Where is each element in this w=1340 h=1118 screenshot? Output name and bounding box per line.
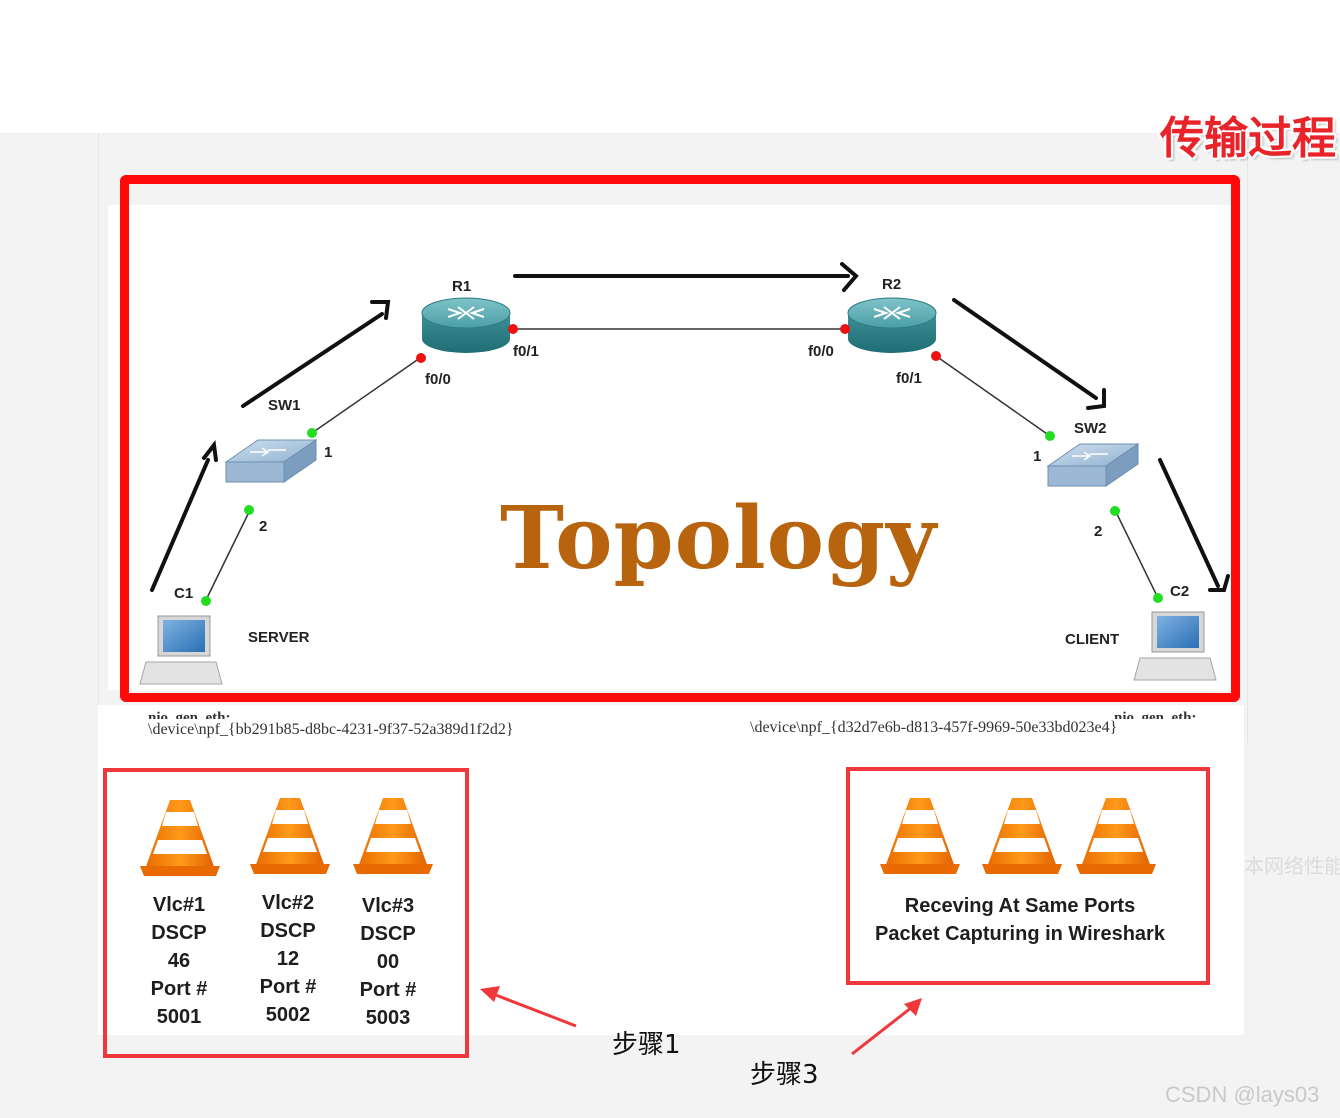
vlc-player-3: Vlc#3 DSCP 00 Port # 5003	[343, 892, 433, 1032]
host-c2-nio-label: nio_gen_eth:	[1114, 710, 1197, 719]
topology-highlight-frame	[120, 175, 1240, 702]
router-r2-icon[interactable]	[847, 297, 937, 353]
vlc-player-2-name: Vlc#2	[261, 892, 315, 914]
vlc-player-3-port: 5003	[365, 1007, 411, 1029]
arrow-sw1-to-r1	[241, 312, 384, 408]
port-dot-r2-f00	[840, 324, 850, 334]
vlc-player-2-port-label: Port #	[259, 976, 317, 998]
sw2-port-1: 1	[1033, 448, 1042, 465]
vlc-player-3-dscp: 00	[376, 951, 400, 973]
vlc-player-1-port-label: Port #	[150, 978, 208, 1000]
host-c2-device-path: \device\npf_{d32d7e6b-d813-457f-9969-50e…	[750, 719, 1118, 736]
callout-arrow-step1	[480, 986, 577, 1028]
vlc-player-2-dscp-label: DSCP	[260, 920, 316, 942]
vlc-player-3-port-label: Port #	[359, 979, 417, 1001]
port-dot-sw1-2	[244, 505, 254, 515]
router-r2-label: R2	[882, 276, 902, 293]
vlc-player-1: Vlc#1 DSCP 46 Port # 5001	[134, 891, 224, 1031]
port-dot-r1-f00	[416, 353, 426, 363]
host-c2-label: C2	[1170, 583, 1190, 600]
vlc-player-1-port: 5001	[156, 1006, 202, 1028]
sw1-port-1: 1	[324, 444, 333, 461]
step3-box	[846, 767, 1210, 985]
vlc-player-2: Vlc#2 DSCP 12 Port # 5002	[243, 889, 333, 1029]
port-dot-sw2-2	[1110, 506, 1120, 516]
step1-label: 步骤1	[612, 1030, 681, 1060]
vlc-cone-icon-3	[353, 798, 433, 874]
step3-line-1: Receving At Same Ports	[904, 895, 1136, 917]
cable-c1-sw1	[204, 509, 251, 603]
vlc-cone-icon-6	[1076, 798, 1156, 874]
vlc-player-2-port: 5002	[265, 1004, 311, 1026]
arrow-c1-to-sw1-head	[202, 439, 218, 462]
vlc-player-1-dscp-label: DSCP	[151, 922, 207, 944]
port-dot-sw2-1	[1045, 431, 1055, 441]
arrow-r1-to-r2-head	[840, 262, 859, 292]
port-dot-c1	[201, 596, 211, 606]
page-title: 传输过程	[1160, 113, 1336, 164]
vlc-player-2-dscp: 12	[276, 948, 300, 970]
switch-sw1-label: SW1	[268, 397, 301, 414]
host-c1-label: C1	[174, 585, 194, 602]
cable-sw1-r1	[311, 357, 421, 434]
arrow-c1-to-sw1	[150, 458, 210, 592]
vlc-player-1-dscp: 46	[167, 950, 191, 972]
host-c1-device-path: \device\npf_{bb291b85-d8bc-4231-9f37-52a…	[148, 721, 514, 738]
step3-line-2: Packet Capturing in Wireshark	[875, 923, 1165, 945]
step1-box	[103, 768, 469, 1058]
diagram-heading: Topology	[500, 488, 938, 589]
switch-sw1-icon[interactable]	[224, 439, 318, 483]
router-r1-label: R1	[452, 278, 472, 295]
cable-r2-sw2	[935, 355, 1051, 437]
host-c1-nio-label: nio_gen_eth:	[148, 710, 231, 719]
sw1-port-2: 2	[259, 518, 268, 535]
vlc-cone-icon-4	[880, 798, 960, 874]
r1-port-f01: f0/1	[513, 343, 539, 360]
side-text-fragment: 本网络性能	[1244, 854, 1340, 878]
step3-description: Receving At Same Ports Packet Capturing …	[850, 892, 1190, 948]
arrow-sw2-to-c2-head	[1208, 574, 1230, 592]
step3-label: 步骤3	[750, 1060, 819, 1090]
host-c1-role: SERVER	[248, 629, 310, 646]
arrow-sw1-to-r1-head	[370, 300, 391, 320]
vlc-player-1-name: Vlc#1	[152, 894, 206, 916]
switch-sw2-icon[interactable]	[1046, 443, 1140, 487]
vlc-player-3-name: Vlc#3	[361, 895, 415, 917]
r2-port-f00: f0/0	[808, 343, 834, 360]
sw2-port-2: 2	[1094, 523, 1103, 540]
arrow-sw2-to-c2	[1158, 458, 1220, 588]
router-r1-icon[interactable]	[421, 297, 511, 353]
host-c1-computer-icon[interactable]	[139, 615, 223, 685]
cables	[204, 328, 1159, 603]
r2-port-f01: f0/1	[896, 370, 922, 387]
host-c2-computer-icon[interactable]	[1133, 611, 1217, 681]
background-ghost-image	[98, 133, 1248, 743]
port-dot-r1-f01	[508, 324, 518, 334]
port-dots	[201, 324, 1163, 606]
callout-arrow-step3	[851, 998, 922, 1056]
host-c2-role: CLIENT	[1065, 631, 1120, 648]
vlc-cone-icon-2	[250, 798, 330, 874]
switch-sw2-label: SW2	[1074, 420, 1107, 437]
watermark: CSDN @lays03	[1165, 1082, 1320, 1107]
r1-port-f00: f0/0	[425, 371, 451, 388]
port-dot-sw1-1	[307, 428, 317, 438]
arrow-r2-to-sw2-head	[1086, 388, 1106, 410]
vlc-cone-icon-5	[982, 798, 1062, 874]
flow-arrows	[150, 262, 1230, 592]
vlc-cone-icon-1	[140, 800, 220, 876]
port-dot-c2	[1153, 593, 1163, 603]
cable-sw2-c2	[1114, 509, 1159, 599]
vlc-player-3-dscp-label: DSCP	[360, 923, 416, 945]
port-dot-r2-f01	[931, 351, 941, 361]
arrow-r2-to-sw2	[952, 298, 1098, 400]
